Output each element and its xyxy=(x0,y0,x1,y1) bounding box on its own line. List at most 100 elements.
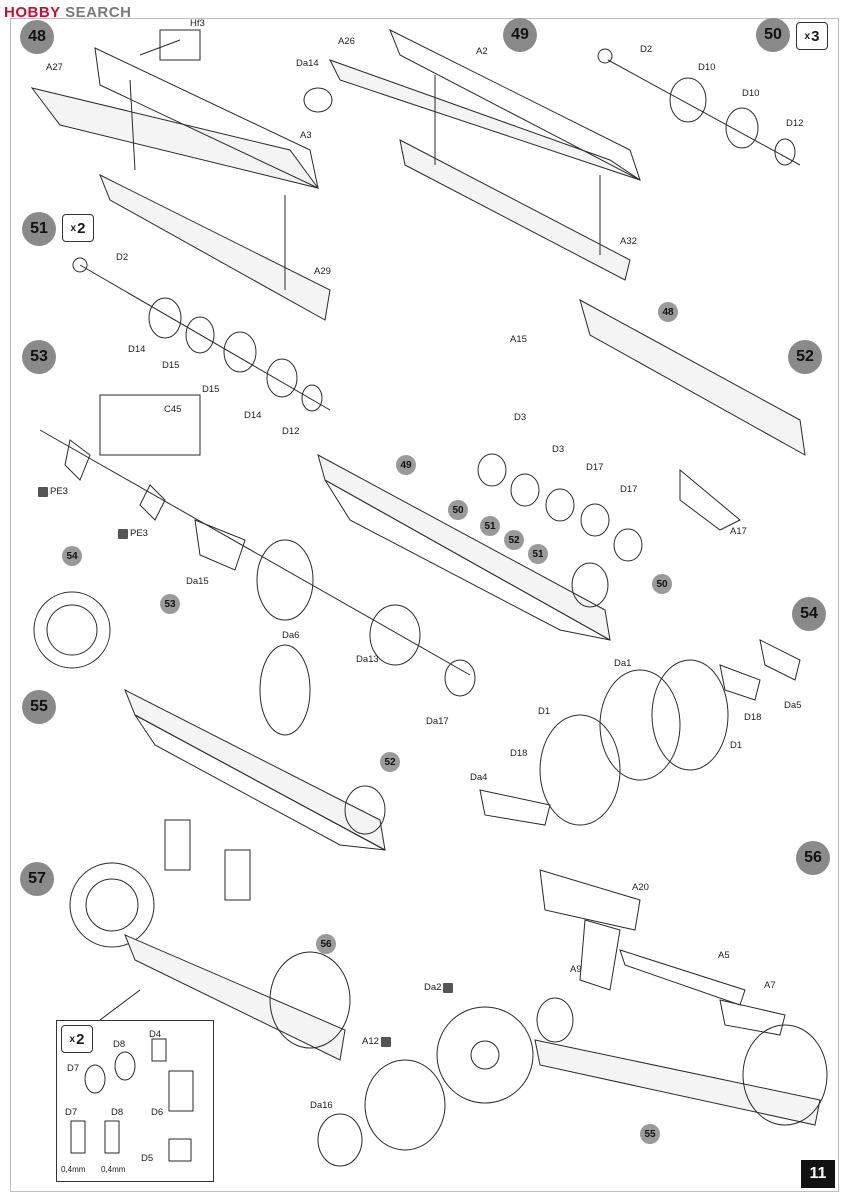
part-label: A9 xyxy=(570,964,582,975)
part-label: D5 xyxy=(141,1153,154,1164)
ref-50a: 50 xyxy=(448,500,468,520)
watermark: HOBBY SEARCH xyxy=(4,4,131,21)
step-badge-55: 55 xyxy=(22,690,56,724)
part-label: Da5 xyxy=(784,700,802,711)
step49-drawing xyxy=(303,28,641,281)
thickness-label: 0,4mm xyxy=(61,1165,86,1174)
part-label: Da13 xyxy=(356,654,379,665)
thickness-label: 0,4mm xyxy=(101,1165,126,1174)
part-label: D10 xyxy=(742,88,760,99)
step48-drawing xyxy=(30,29,331,321)
part-label: D7 xyxy=(67,1063,80,1074)
step-badge-56: 56 xyxy=(796,841,830,875)
photo-etch-label: PE3 xyxy=(118,528,148,539)
part-label: D1 xyxy=(730,740,743,751)
part-label: D12 xyxy=(282,426,300,437)
part-label: A17 xyxy=(730,526,747,537)
part-label: D15 xyxy=(162,360,180,371)
step56-drawing xyxy=(317,869,828,1167)
photo-etch-icon xyxy=(443,982,454,993)
step57-drawing xyxy=(69,819,351,1061)
part-label: Da14 xyxy=(296,58,319,69)
step-badge-53: 53 xyxy=(22,340,56,374)
part-label: Da1 xyxy=(614,658,632,669)
watermark-brand: HOBBY xyxy=(4,4,61,21)
step-badge-54: 54 xyxy=(792,597,826,631)
part-label: D10 xyxy=(698,62,716,73)
part-label: A26 xyxy=(338,36,355,47)
part-label: D6 xyxy=(151,1107,164,1118)
part-label: A15 xyxy=(510,334,527,345)
part-label: D7 xyxy=(65,1107,78,1118)
photo-etch-icon xyxy=(118,528,128,539)
part-label: A3 xyxy=(300,130,312,141)
part-label: D1 xyxy=(538,706,551,717)
part-label: Da16 xyxy=(310,1100,333,1111)
part-label: Da6 xyxy=(282,630,300,641)
part-label: D12 xyxy=(786,118,804,129)
part-label: A5 xyxy=(718,950,730,961)
part-label: D18 xyxy=(744,712,762,723)
ref-50b: 50 xyxy=(652,574,672,594)
part-label: Da4 xyxy=(470,772,488,783)
part-label: D17 xyxy=(586,462,604,473)
part-label: D17 xyxy=(620,484,638,495)
page-frame xyxy=(10,18,839,1192)
part-label: D8 xyxy=(113,1039,126,1050)
watermark-suffix: SEARCH xyxy=(65,4,132,21)
ref-52b: 52 xyxy=(380,752,400,772)
step54-drawing xyxy=(479,639,801,826)
part-label: Hf3 xyxy=(190,18,205,29)
part-label: Da17 xyxy=(426,716,449,727)
part-label: D4 xyxy=(149,1029,162,1040)
inset-drawing xyxy=(70,1038,194,1162)
step53-drawing xyxy=(39,394,476,697)
ref-56: 56 xyxy=(316,934,336,954)
ref-53: 53 xyxy=(160,594,180,614)
photo-etch-label: Da2 xyxy=(424,982,454,993)
step-badge-51: 51 xyxy=(22,212,56,246)
part-label: D3 xyxy=(514,412,527,423)
part-label: D14 xyxy=(128,344,146,355)
photo-etch-label: A12 xyxy=(362,1036,391,1047)
step-badge-57: 57 xyxy=(20,862,54,896)
photo-etch-icon xyxy=(380,1036,391,1047)
photo-etch-icon xyxy=(38,486,48,497)
ref-52a: 52 xyxy=(504,530,524,550)
page-number: 11 xyxy=(801,1160,835,1188)
part-label: A20 xyxy=(632,882,649,893)
step-badge-49: 49 xyxy=(503,18,537,52)
step51-drawing xyxy=(72,257,331,412)
ref-51a: 51 xyxy=(480,516,500,536)
photo-etch-label: PE3 xyxy=(38,486,68,497)
step-badge-48: 48 xyxy=(20,20,54,54)
part-label: C45 xyxy=(164,404,182,415)
part-label: D8 xyxy=(111,1107,124,1118)
ref-49: 49 xyxy=(396,455,416,475)
ref-51b: 51 xyxy=(528,544,548,564)
step55-drawing xyxy=(33,591,386,851)
part-label: D14 xyxy=(244,410,262,421)
part-label: A32 xyxy=(620,236,637,247)
part-label: D3 xyxy=(552,444,565,455)
step-badge-50: 50 xyxy=(756,18,790,52)
step-badge-52: 52 xyxy=(788,340,822,374)
step52-drawing xyxy=(317,298,806,641)
part-label: D15 xyxy=(202,384,220,395)
part-label: D18 xyxy=(510,748,528,759)
part-label: A29 xyxy=(314,266,331,277)
part-label: D2 xyxy=(116,252,129,263)
part-label: D2 xyxy=(640,44,653,55)
step50-drawing xyxy=(597,48,801,166)
ref-54: 54 xyxy=(62,546,82,566)
part-label: A27 xyxy=(46,62,63,73)
part-label: Da15 xyxy=(186,576,209,587)
ref-48: 48 xyxy=(658,302,678,322)
part-label: A7 xyxy=(764,980,776,991)
ref-55: 55 xyxy=(640,1124,660,1144)
